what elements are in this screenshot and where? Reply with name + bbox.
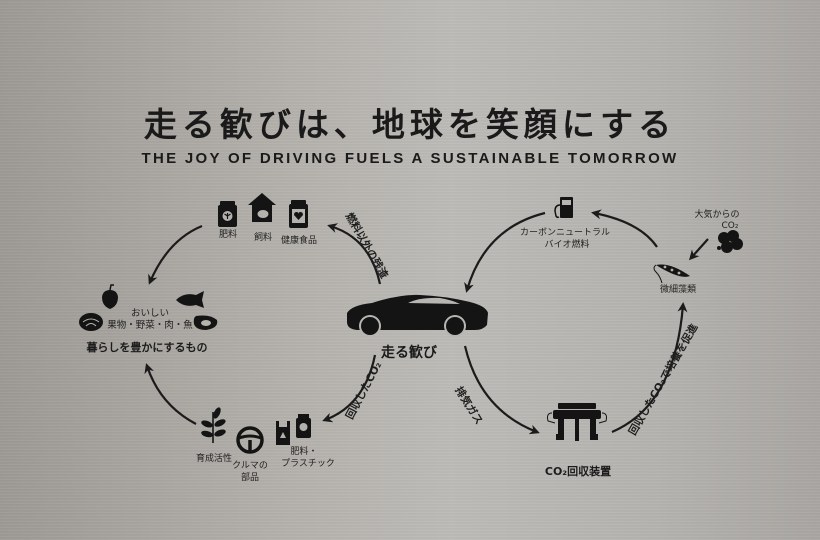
arrow-residue [327, 223, 382, 285]
feed-label: 飼料 [253, 233, 272, 243]
co2-capture-label: CO₂回収装置 [544, 465, 612, 478]
arrow-algae-to-fuel [591, 209, 658, 248]
fuel-pump-icon [554, 197, 573, 219]
plastic-label-line2: プラスチック [281, 459, 335, 469]
carbon-neutral-label: カーボンニュートラル [520, 228, 611, 238]
health-food-label: 健康食品 [280, 236, 317, 246]
sports-car-icon [347, 294, 488, 337]
food-types-label: 果物・野菜・肉・魚 [107, 320, 193, 331]
fish-icon [176, 291, 204, 308]
steering-wheel-icon [236, 426, 264, 454]
arrow-culture [611, 302, 688, 434]
arrow-captured-co2 [322, 354, 377, 423]
arrow-atmosphere [688, 238, 709, 261]
algae-label: 微細藻類 [659, 285, 696, 295]
plant-icon [201, 407, 226, 443]
atmosphere-label: 大気からの [694, 210, 740, 220]
apple-icon [102, 284, 118, 309]
joy-of-driving-label: 走る歓び [381, 345, 437, 361]
barn-chicken-icon [248, 193, 276, 222]
algae-icon [653, 264, 690, 284]
growth-label: 育成活性 [195, 454, 232, 464]
fertilizer-label: 肥料 [218, 230, 237, 240]
co2-capture-device-icon [547, 403, 607, 441]
tasty-label: おいしい [130, 308, 169, 319]
cabbage-icon [79, 313, 103, 331]
cloud-icon [717, 230, 743, 253]
steak-icon [193, 315, 218, 330]
main-title-english: THE JOY OF DRIVING FUELS A SUSTAINABLE T… [141, 150, 679, 167]
biofuel-label: バイオ燃料 [544, 240, 590, 250]
atmosphere-co2-label: CO₂ [721, 221, 739, 231]
bag-and-fertilizer-icon [276, 414, 311, 445]
arrow-exhaust [463, 345, 540, 435]
enrich-life-label: 暮らしを豊かにするもの [86, 341, 208, 354]
fertilizer-bag-icon [218, 201, 237, 227]
health-food-jar-icon [289, 200, 308, 228]
car-parts-label-line1: クルマの [232, 461, 268, 471]
main-title-japanese: 走る歓びは、地球を笑顔にする [143, 105, 677, 144]
plastic-label-line1: 肥料・ [290, 447, 318, 457]
arrow-left-bottom [144, 363, 197, 425]
car-parts-label-line2: 部品 [240, 473, 259, 483]
arrow-to-center [464, 211, 546, 293]
arrow-top-left [148, 224, 203, 285]
